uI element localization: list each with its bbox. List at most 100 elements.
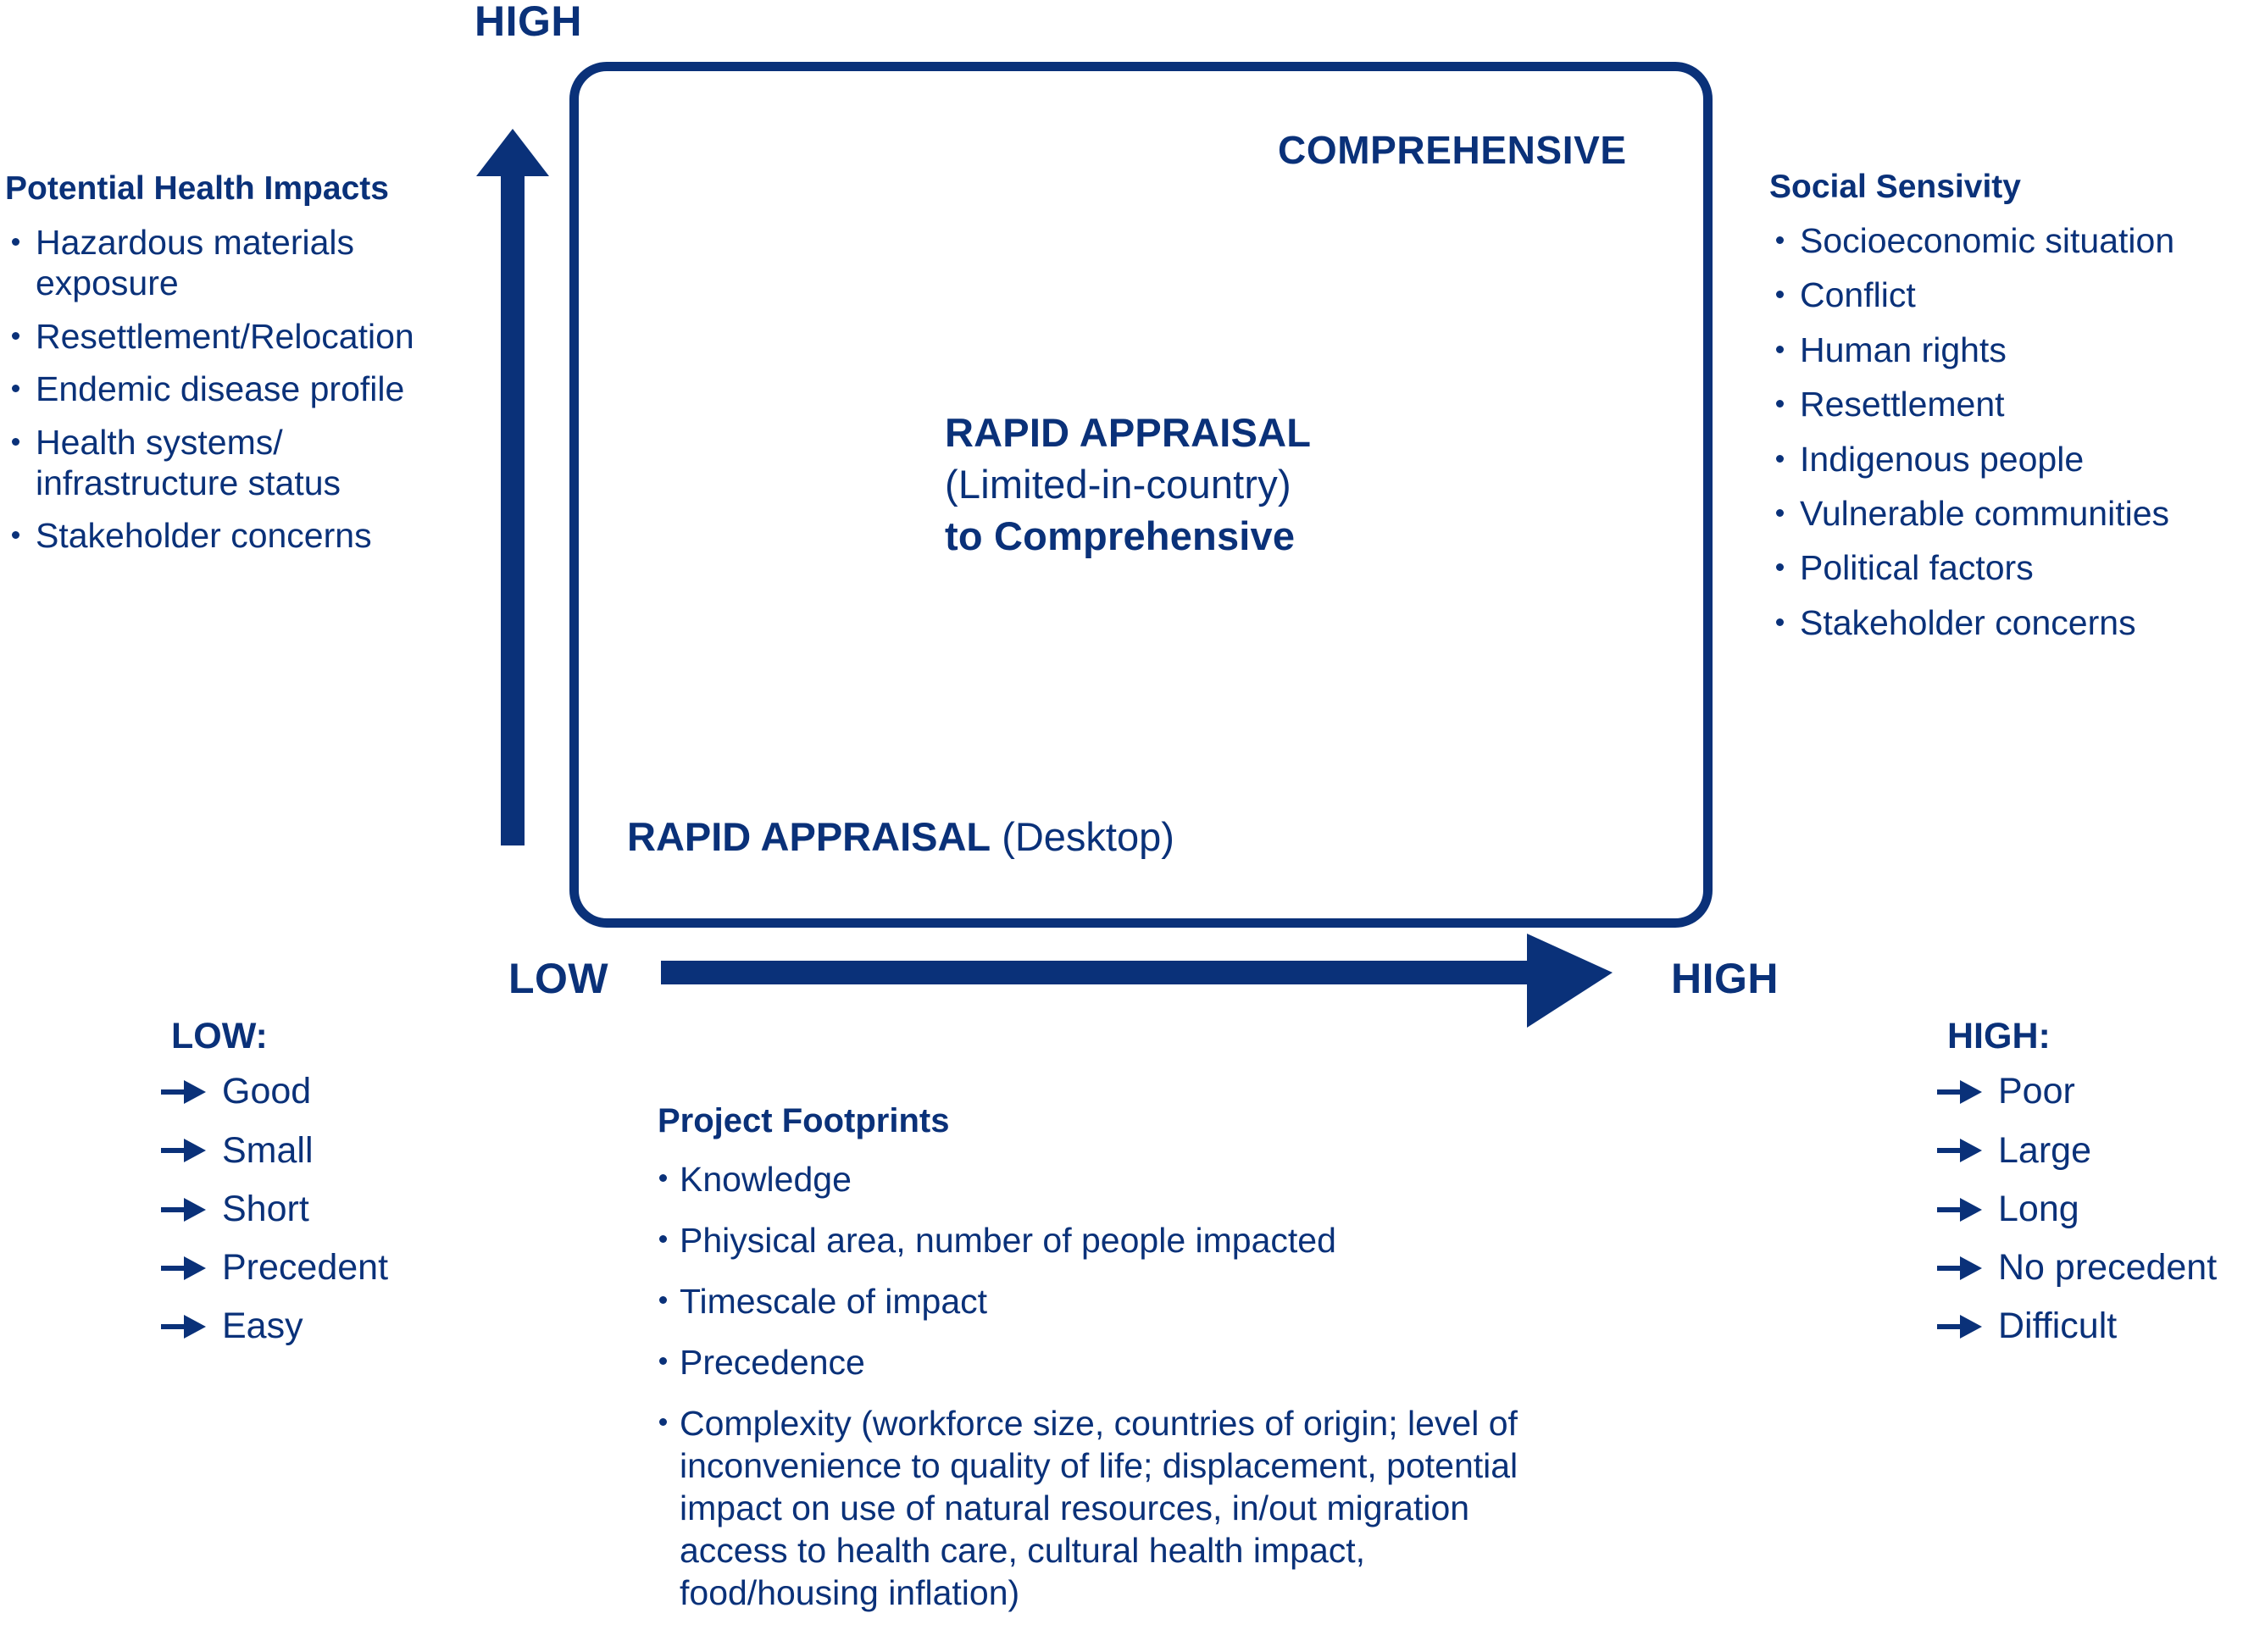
arrow-right-icon (1937, 1314, 1983, 1339)
axis-arrow-right-icon (661, 932, 1614, 1038)
project-footprints-heading: Project Footprints (658, 1102, 950, 1139)
bullet-dot-icon (1776, 236, 1784, 245)
arrow-right-icon (161, 1197, 207, 1222)
list-item-label: Health systems/ infrastructure status (36, 422, 341, 502)
arrow-right-icon (161, 1314, 207, 1339)
list-item-label: Vulnerable communities (1800, 493, 2170, 533)
list-item-label: Hazardous materials exposure (36, 223, 354, 303)
list-item: Poor (1937, 1071, 2217, 1112)
bullet-dot-icon (1776, 400, 1784, 408)
list-item-label: Phiysical area, number of people impacte… (680, 1221, 1336, 1261)
arrow-right-icon (161, 1138, 207, 1163)
list-item-label: Human rights (1800, 330, 2007, 369)
arrow-right-icon (1937, 1079, 1983, 1105)
list-item-label: Small (222, 1129, 314, 1171)
list-item: Precedence (658, 1341, 1573, 1383)
list-item: Short (161, 1189, 388, 1229)
list-item-label: Stakeholder concerns (36, 516, 372, 556)
low-legend-list: Good Small Short Precedent Easy (161, 1071, 389, 1347)
list-item: Resettlement (1769, 384, 2252, 424)
list-item-label: Political factors (1800, 548, 2034, 588)
matrix-center-line2: (Limited-in-country) (945, 462, 1291, 507)
arrow-right-icon (161, 1256, 207, 1281)
list-item-label: Long (1998, 1188, 2079, 1229)
bullet-dot-icon (1776, 454, 1784, 463)
x-axis-low-label: LOW (508, 955, 609, 1002)
potential-health-impacts-list: Hazardous materials exposure Resettlemen… (5, 222, 480, 557)
bullet-dot-icon (1776, 618, 1784, 626)
bullet-dot-icon (659, 1174, 667, 1183)
list-item: Vulnerable communities (1769, 493, 2252, 534)
list-item-label: Resettlement/Relocation (36, 316, 414, 356)
list-item-label: Resettlement (1800, 385, 2005, 424)
list-item: Long (1937, 1189, 2217, 1229)
list-item: Complexity (workforce size, countries of… (658, 1402, 1573, 1614)
potential-health-impacts-heading: Potential Health Impacts (5, 170, 389, 207)
bullet-dot-icon (659, 1296, 667, 1305)
bullet-dot-icon (12, 385, 19, 393)
list-item-label: Short (222, 1188, 309, 1229)
rapid-appraisal-desktop-regular: (Desktop) (1002, 814, 1174, 859)
x-axis-high-label: HIGH (1671, 955, 1779, 1002)
matrix-comprehensive-label: COMPREHENSIVE (1278, 128, 1627, 172)
list-item-label: Complexity (workforce size, countries of… (680, 1404, 1518, 1613)
list-item: Phiysical area, number of people impacte… (658, 1219, 1573, 1261)
matrix-center-line3: to Comprehensive (945, 513, 1296, 559)
matrix-rapid-appraisal-desktop-label: RAPID APPRAISAL (Desktop) (627, 813, 1174, 860)
social-sensitivity-heading: Social Sensivity (1769, 169, 2021, 205)
list-item: Difficult (1937, 1306, 2217, 1346)
y-axis-high-label: HIGH (475, 0, 582, 45)
potential-health-impacts-block: Potential Health Impacts Hazardous mater… (5, 169, 480, 568)
list-item-label: Precedent (222, 1247, 389, 1289)
list-item: Hazardous materials exposure (5, 222, 480, 304)
list-item: Knowledge (658, 1158, 1573, 1200)
matrix-center-label: RAPID APPRAISAL (Limited-in-country) to … (945, 407, 1538, 562)
list-item: Endemic disease profile (5, 369, 480, 409)
list-item-label: No precedent (1998, 1247, 2218, 1289)
arrow-right-icon (1937, 1256, 1983, 1281)
bullet-dot-icon (659, 1235, 667, 1244)
bullet-dot-icon (659, 1418, 667, 1427)
arrow-right-icon (161, 1079, 207, 1105)
rapid-appraisal-desktop-bold: RAPID APPRAISAL (627, 814, 991, 859)
matrix-center-line1: RAPID APPRAISAL (945, 410, 1312, 455)
project-footprints-block: Project Footprints Knowledge Phiysical a… (658, 1101, 1573, 1633)
low-legend-heading: LOW: (171, 1016, 268, 1056)
list-item: Stakeholder concerns (1769, 602, 2252, 643)
list-item: Small (161, 1129, 388, 1171)
list-item: Human rights (1769, 330, 2252, 370)
list-item-label: Socioeconomic situation (1800, 221, 2175, 261)
matrix-box (569, 62, 1713, 928)
axis-arrow-up-icon (475, 127, 551, 847)
list-item-label: Difficult (1998, 1306, 2118, 1347)
bullet-dot-icon (1776, 291, 1784, 299)
list-item-label: Precedence (680, 1343, 865, 1383)
bullet-dot-icon (12, 238, 19, 247)
list-item: Precedent (161, 1247, 389, 1289)
list-item-label: Large (1998, 1129, 2091, 1171)
list-item-label: Poor (1998, 1071, 2075, 1112)
list-item: Conflict (1769, 274, 2252, 315)
list-item: Health systems/ infrastructure status (5, 422, 480, 504)
list-item: Stakeholder concerns (5, 515, 480, 556)
list-item-label: Timescale of impact (680, 1282, 988, 1322)
list-item: No precedent (1937, 1247, 2218, 1289)
list-item: Indigenous people (1769, 439, 2252, 480)
list-item: Resettlement/Relocation (5, 316, 480, 357)
list-item: Socioeconomic situation (1769, 220, 2252, 261)
list-item-label: Endemic disease profile (36, 369, 405, 409)
list-item: Good (161, 1071, 388, 1111)
list-item-label: Stakeholder concerns (1800, 602, 2136, 642)
social-sensitivity-list: Socioeconomic situation Conflict Human r… (1769, 220, 2252, 643)
list-item: Political factors (1769, 547, 2252, 588)
bullet-dot-icon (1776, 345, 1784, 353)
high-legend-block: HIGH: Poor Large Long No precedent Diffi… (1937, 1016, 2218, 1366)
list-item-label: Knowledge (680, 1160, 852, 1200)
list-item: Large (1937, 1129, 2217, 1171)
list-item-label: Easy (222, 1306, 303, 1347)
arrow-right-icon (1937, 1138, 1983, 1163)
high-legend-heading: HIGH: (1947, 1016, 2051, 1056)
bullet-dot-icon (659, 1357, 667, 1366)
social-sensitivity-block: Social Sensivity Socioeconomic situation… (1769, 168, 2252, 657)
